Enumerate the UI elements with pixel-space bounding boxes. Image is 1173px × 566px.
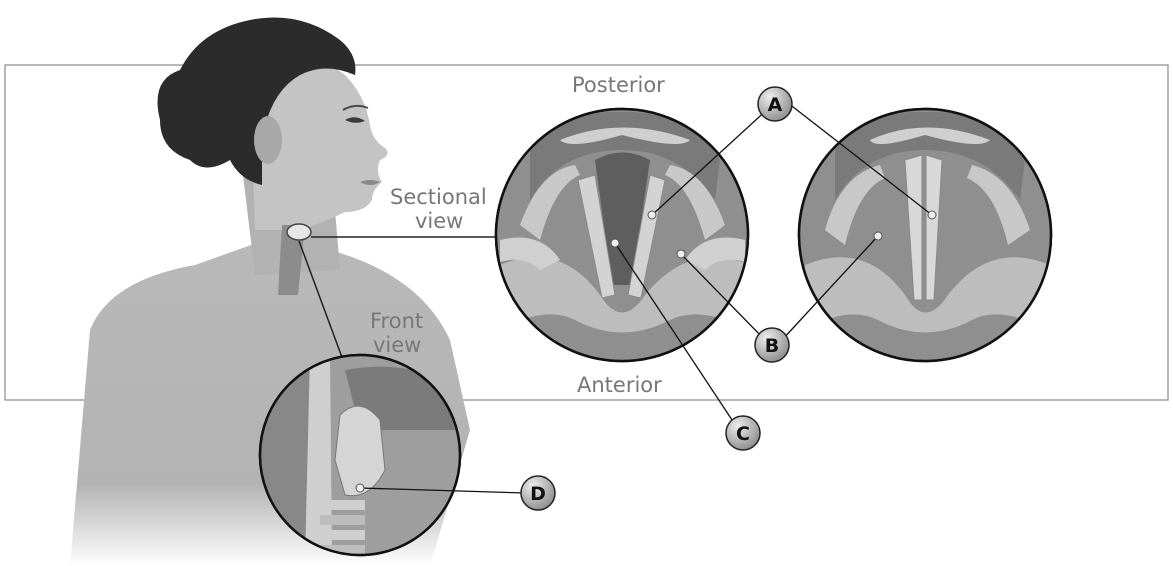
label-sectional: Sectional bbox=[390, 185, 487, 209]
label-sectional-line2: view bbox=[415, 209, 463, 233]
marker-a: A bbox=[758, 87, 792, 121]
label-front-line1: Front bbox=[370, 309, 423, 333]
label-posterior: Posterior bbox=[572, 73, 665, 97]
marker-d: D bbox=[521, 476, 555, 510]
label-front-line2: view bbox=[373, 333, 421, 357]
larynx-marker bbox=[287, 224, 311, 240]
marker-a-label: A bbox=[768, 94, 783, 116]
label-sectional-line1: Sectional bbox=[390, 185, 487, 209]
marker-b: B bbox=[755, 328, 789, 362]
label-anterior: Anterior bbox=[577, 373, 662, 397]
marker-c: C bbox=[726, 416, 760, 450]
label-sectional-2: view bbox=[415, 209, 463, 233]
marker-d-label: D bbox=[530, 483, 546, 505]
label-front-2: view bbox=[373, 333, 421, 357]
marker-c-label: C bbox=[736, 423, 750, 445]
ear bbox=[254, 116, 282, 164]
marker-b-label: B bbox=[765, 335, 779, 357]
label-front: Front bbox=[370, 309, 423, 333]
